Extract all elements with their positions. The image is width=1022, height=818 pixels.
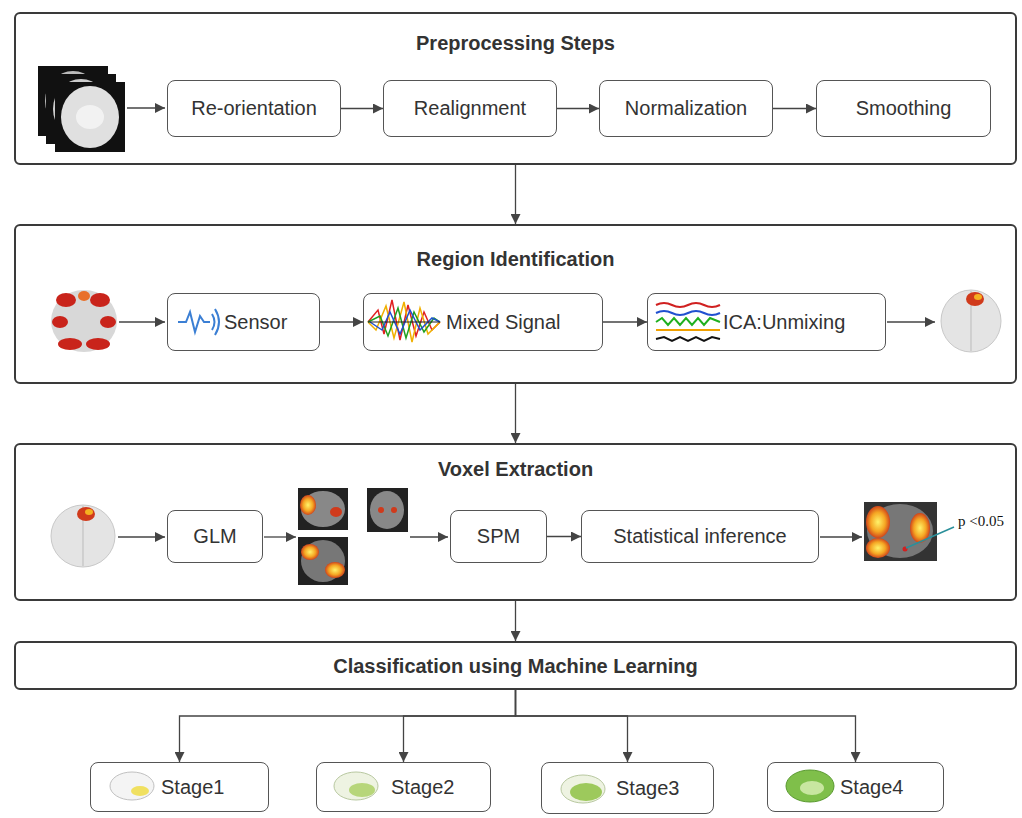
box-label: Stage2 [391, 776, 454, 799]
flow-arrow [547, 536, 581, 537]
process-box: Stage2 [316, 762, 491, 812]
panel-title: Voxel Extraction [16, 458, 1015, 481]
ica-icon [656, 303, 720, 341]
flow-arrow [320, 321, 363, 322]
process-box: Statistical inference [581, 510, 819, 563]
box-label: Mixed Signal [446, 311, 561, 334]
box-label: SPM [477, 525, 520, 548]
box-label: Sensor [224, 311, 287, 334]
process-box: Re-orientation [167, 80, 341, 137]
flow-arrow [603, 321, 647, 322]
flow-arrow [341, 108, 383, 109]
significance-label: p <0.05 [958, 513, 1004, 530]
process-box: Mixed Signal [363, 293, 603, 351]
panel-title: Classification using Machine Learning [16, 655, 1015, 678]
stage-brain-icon [110, 770, 834, 803]
process-box: Stage3 [541, 762, 714, 814]
process-box: Normalization [599, 80, 773, 137]
mri-stack [38, 66, 125, 152]
box-label: Realignment [414, 97, 526, 120]
brain-top-view [941, 290, 1001, 352]
stage-panel: Voxel ExtractionGLM SPM Statistical infere… [14, 443, 1017, 601]
brain-activation [51, 290, 117, 352]
flow-arrow [515, 384, 516, 443]
process-box: GLM [167, 510, 263, 563]
flow-arrow [180, 690, 516, 762]
process-box: Stage1 [90, 762, 269, 812]
flow-arrow [515, 165, 516, 224]
process-box: Stage4 [767, 762, 944, 812]
box-label: Stage3 [616, 777, 679, 800]
brain-top-view [51, 505, 115, 567]
mixed-signal-icon [368, 300, 440, 342]
box-label: Stage1 [161, 776, 224, 799]
process-box: ICA:Unmixing [647, 293, 886, 351]
process-box: SPM [450, 510, 547, 563]
panel-title: Region Identification [16, 248, 1015, 271]
result-image [864, 502, 954, 561]
box-label: Stage4 [840, 776, 903, 799]
flow-arrow [557, 108, 599, 109]
flow-arrow [773, 108, 816, 109]
stage-panel: Classification using Machine Learning [14, 641, 1017, 690]
box-label: Normalization [625, 97, 747, 120]
flow-arrow [515, 601, 516, 641]
flow-arrow [516, 690, 856, 762]
stage-panel: Preprocessing StepsRe-orientation Realign… [14, 12, 1017, 165]
box-label: Statistical inference [613, 525, 786, 548]
box-label: GLM [193, 525, 236, 548]
process-box: Sensor [167, 293, 320, 351]
box-label: Re-orientation [191, 97, 317, 120]
flow-arrow [404, 690, 516, 762]
box-label: Smoothing [856, 97, 952, 120]
process-box: Smoothing [816, 80, 991, 137]
activation-slices [298, 488, 408, 585]
stage-panel: Region IdentificationSensor Mixed Signal I… [14, 224, 1017, 384]
panel-title: Preprocessing Steps [16, 32, 1015, 55]
process-box: Realignment [383, 80, 557, 137]
sensor-icon [178, 309, 219, 335]
box-label: ICA:Unmixing [723, 311, 845, 334]
flow-arrow [516, 690, 628, 762]
